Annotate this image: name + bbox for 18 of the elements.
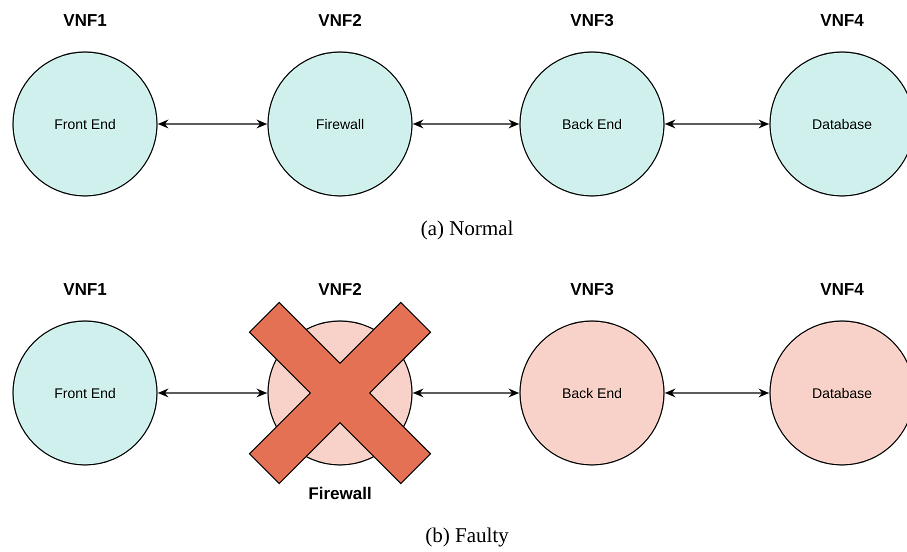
node-heading: VNF4 — [820, 283, 864, 295]
subfigure-caption: (a) Normal — [422, 220, 513, 240]
node-caption: Firewall — [310, 486, 370, 500]
subfigure-caption: (b) Faulty — [426, 527, 509, 547]
node-heading: VNF1 — [63, 14, 106, 26]
circle-node: Firewall — [267, 51, 413, 197]
node-heading: VNF1 — [63, 283, 106, 295]
circle-node: Database — [769, 320, 907, 466]
circle-node: Back End — [519, 51, 665, 197]
circle-node: Front End — [12, 51, 158, 197]
node-heading: VNF3 — [570, 282, 614, 296]
circle-node: Front End — [12, 320, 158, 466]
node-heading: VNF2 — [318, 14, 362, 26]
circle-node: Back End — [519, 320, 665, 466]
node-heading: VNF3 — [570, 14, 614, 26]
node-heading: VNF4 — [820, 14, 864, 26]
circle-node: Database — [769, 51, 907, 197]
node-heading: VNF2 — [318, 283, 362, 295]
